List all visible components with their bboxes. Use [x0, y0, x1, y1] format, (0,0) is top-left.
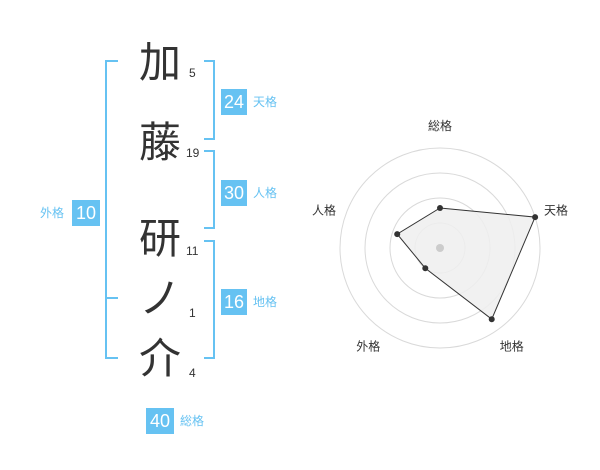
radar-axis-label-2: 天格: [544, 202, 568, 217]
name-char-4: ノ: [138, 274, 181, 323]
tenkaku-bracket: [204, 60, 215, 140]
jinkaku-label: 人格: [253, 186, 278, 200]
stroke-count-4: 1: [189, 306, 196, 320]
jinkaku-bracket: [204, 150, 215, 229]
name-char-2: 藤: [138, 118, 181, 167]
chikaku-value: 16: [221, 289, 247, 315]
radar-point-5: [394, 231, 401, 238]
chikaku-bracket: [204, 240, 215, 359]
stroke-count-2: 19: [186, 146, 200, 160]
jinkaku-value: 30: [221, 180, 247, 206]
stroke-count-3: 11: [186, 244, 199, 258]
soukaku-value: 40: [146, 408, 174, 434]
radar-axis-label-3: 地格: [500, 339, 524, 354]
radar-axis-label-1: 総格: [428, 118, 452, 133]
radar-center-dot: [436, 244, 444, 252]
stroke-count-5: 4: [189, 366, 196, 380]
radar-series-polygon: [396, 207, 536, 320]
name-char-5: 介: [138, 334, 181, 383]
name-char-3: 研: [138, 214, 181, 263]
name-char-1: 加: [138, 38, 181, 87]
radar-point-2: [532, 214, 539, 221]
radar-axis-label-5: 人格: [312, 202, 336, 217]
soukaku-label: 総格: [180, 414, 205, 428]
radar-point-4: [422, 265, 429, 272]
radar-axis-label-4: 外格: [356, 339, 380, 354]
gaikaku-value: 10: [72, 200, 100, 226]
gaikaku-label: 外格: [40, 206, 65, 220]
gaikaku-bracket: [105, 60, 118, 359]
tenkaku-label: 天格: [253, 95, 278, 109]
radar-point-1: [437, 205, 443, 211]
radar-ring-4: [339, 147, 541, 349]
tenkaku-value: 24: [221, 89, 247, 115]
chikaku-label: 地格: [253, 295, 278, 309]
radar-point-3: [488, 316, 495, 323]
stroke-count-1: 5: [189, 66, 196, 80]
